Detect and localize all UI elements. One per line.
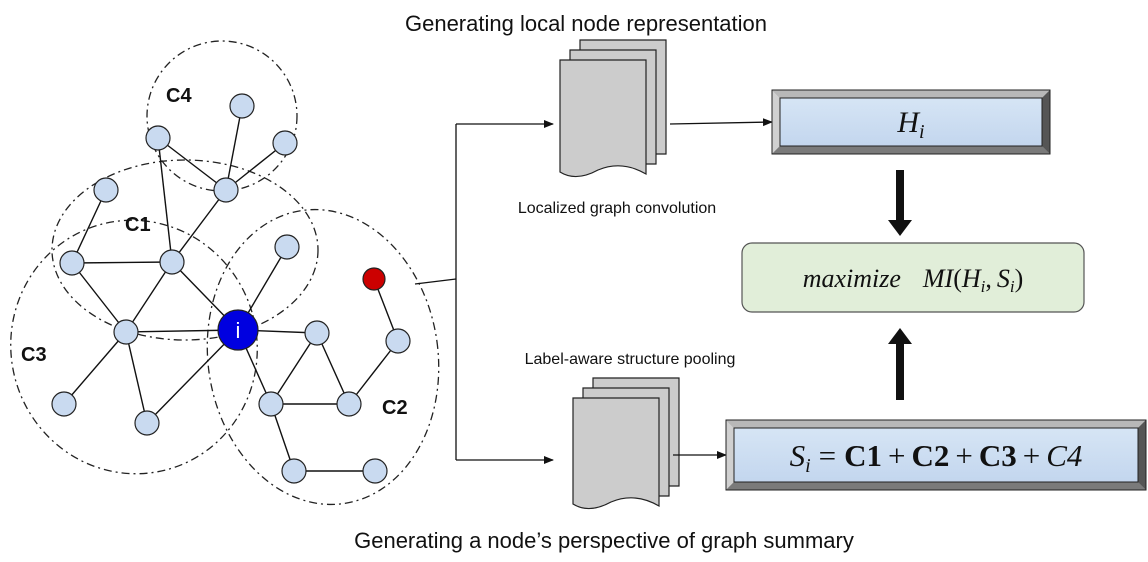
graph-node xyxy=(159,249,185,275)
mi-open-paren: ( xyxy=(953,264,962,293)
graph-node xyxy=(145,125,171,151)
graph-node xyxy=(93,177,119,203)
graph-node xyxy=(258,391,284,417)
mi-arg-h-sub: i xyxy=(981,277,986,296)
svg-text:Hi: Hi xyxy=(896,106,924,143)
graph-node xyxy=(51,391,77,417)
down-arrow-icon xyxy=(888,170,912,236)
cluster-boundaries xyxy=(10,40,440,506)
cluster-c2-boundary xyxy=(206,208,440,506)
center-node-label: i xyxy=(236,318,241,343)
cluster-label-c3: C3 xyxy=(21,344,47,366)
branch-connector xyxy=(414,120,554,464)
up-arrow-icon xyxy=(888,328,912,400)
graph-node xyxy=(336,391,362,417)
s-box-variable: S xyxy=(790,438,806,473)
mi-objective-box: maximize MI(Hi,Si) xyxy=(741,242,1085,313)
s-box-subscript: i xyxy=(805,455,811,477)
cluster-label-c1: C1 xyxy=(125,214,151,236)
h-box-subscript: i xyxy=(919,121,925,143)
cluster-label-c2: C2 xyxy=(382,397,408,419)
graph-node xyxy=(385,328,411,354)
cluster-c3-boundary xyxy=(10,219,258,475)
s-box-plus-2: + xyxy=(955,438,972,473)
s-box-term-c1: C1 xyxy=(844,438,882,473)
mi-word: maximize xyxy=(803,264,901,293)
bottom-caption: Generating a node’s perspective of graph… xyxy=(354,528,854,553)
graph-node xyxy=(304,320,330,346)
cluster-c4-boundary xyxy=(146,40,298,192)
graph-node xyxy=(59,250,85,276)
mi-arg-s-sub: i xyxy=(1010,277,1015,296)
mi-close-paren: ) xyxy=(1015,264,1024,293)
mi-arg-h: H xyxy=(961,264,982,293)
graph-node xyxy=(134,410,160,436)
graph-node xyxy=(213,177,239,203)
red-node xyxy=(362,267,386,291)
graph-node xyxy=(362,458,388,484)
center-node-i xyxy=(217,309,259,351)
conv-output-arrow xyxy=(669,118,773,127)
graph-node xyxy=(272,130,298,156)
cluster-label-c4: C4 xyxy=(166,85,192,107)
mi-comma: , xyxy=(985,264,992,293)
conv-document-stack-icon xyxy=(559,39,667,178)
s-box-plus-1: + xyxy=(888,438,905,473)
s-box-term-c2: C2 xyxy=(911,438,949,473)
pooling-caption: Label-aware structure pooling xyxy=(525,351,736,368)
graph-nodes xyxy=(51,93,411,484)
h-representation-box: Hi xyxy=(771,89,1051,155)
s-box-term-c3: C3 xyxy=(979,438,1017,473)
s-box-term-c4: C4 xyxy=(1046,438,1082,473)
pool-document-stack-icon xyxy=(572,377,680,510)
h-box-variable: H xyxy=(896,106,921,139)
convolution-caption: Localized graph convolution xyxy=(518,200,716,217)
mi-function: MI xyxy=(922,264,955,293)
cluster-c1-boundary xyxy=(51,159,319,341)
graph-node xyxy=(274,234,300,260)
mi-arg-s: S xyxy=(997,264,1010,293)
top-caption: Generating local node representation xyxy=(405,11,767,36)
graph-node xyxy=(281,458,307,484)
svg-text:Si=C1+C2+C3+C4: Si=C1+C2+C3+C4 xyxy=(790,438,1083,477)
s-box-equals: = xyxy=(819,438,836,473)
graph-node xyxy=(229,93,255,119)
graph-node xyxy=(113,319,139,345)
s-box-plus-3: + xyxy=(1023,438,1040,473)
s-summary-box: Si=C1+C2+C3+C4 xyxy=(725,419,1147,491)
